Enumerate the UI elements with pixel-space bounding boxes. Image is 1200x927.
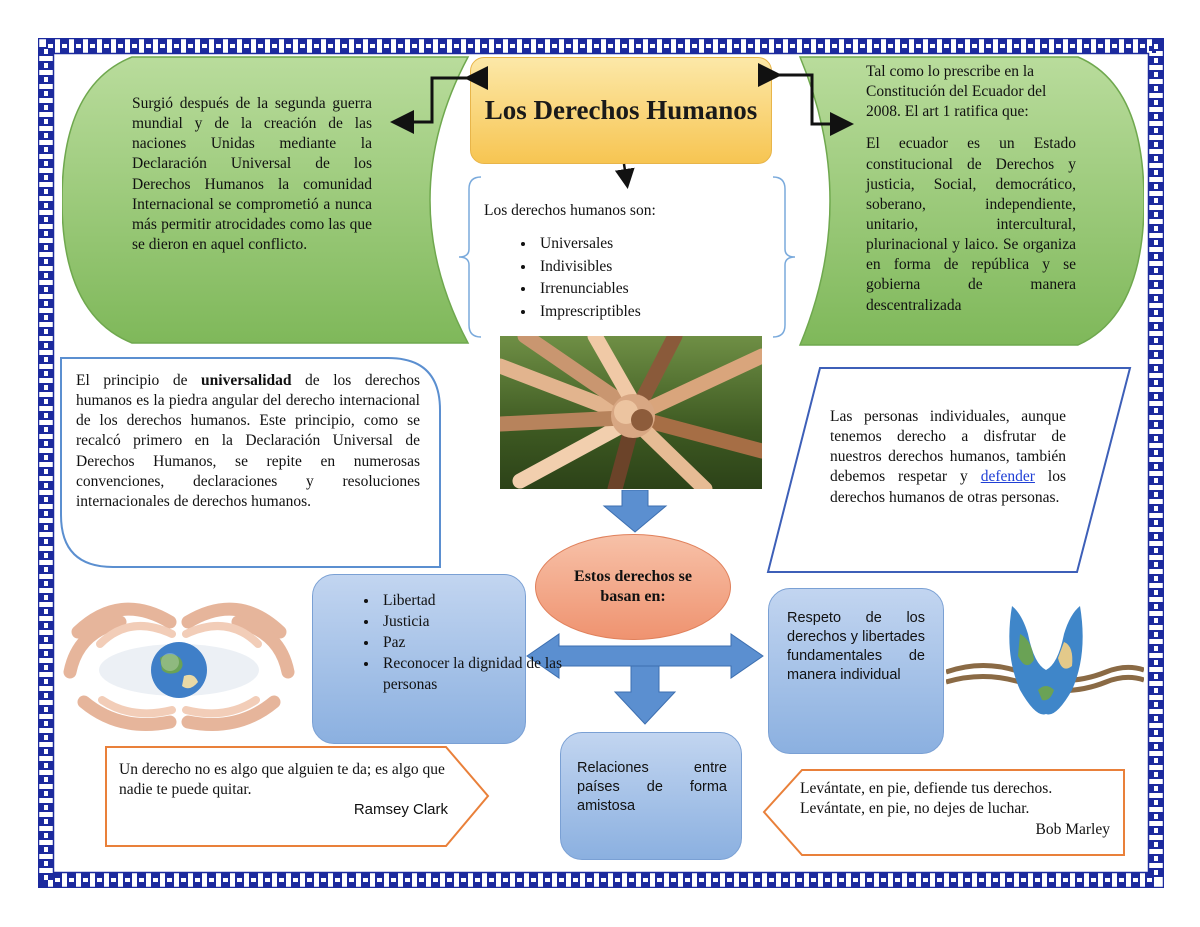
universality-text: El principio de universalidad de los der… [76, 371, 420, 512]
list-item: Justicia [379, 612, 579, 633]
page-border [38, 38, 1164, 888]
constitution-intro: Tal como lo prescribe en la Constitución… [866, 63, 1047, 121]
list-item: Reconocer la dignidad de las personas [379, 654, 579, 696]
title-connectors [390, 63, 854, 189]
right-green-shape [798, 56, 1144, 346]
list-item: Irrenunciables [536, 278, 774, 300]
respect-box: Respeto de los derechos y libertades fun… [768, 588, 944, 754]
individuals-text: Las personas individuales, aunque tenemo… [830, 407, 1066, 508]
universality-text-end: de los derechos humanos es la piedra ang… [76, 372, 420, 510]
relations-box: Relaciones entre países de forma amistos… [560, 732, 742, 860]
heart-hands-globe-image [60, 592, 298, 742]
world-hands-image [946, 594, 1144, 734]
respect-text: Respeto de los derechos y libertades fun… [787, 610, 925, 683]
defend-link[interactable]: defender [980, 468, 1035, 486]
rights-brace [458, 176, 796, 338]
left-quote-shape [105, 746, 490, 847]
universality-keyword: universalidad [201, 372, 292, 389]
left-quote-author: Ramsey Clark [353, 801, 448, 818]
list-item: Indivisibles [536, 256, 774, 278]
center-oval: Estos derechos se basan en: [535, 534, 731, 640]
individuals-text-end: los derechos humanos de otras personas. [830, 468, 1066, 506]
rights-heading: Los derechos humanos son: [484, 202, 656, 219]
list-item: Paz [379, 633, 579, 654]
left-green-shape [62, 56, 470, 344]
center-oval-text: Estos derechos se basan en: [574, 568, 692, 605]
basis-list: Libertad Justicia Paz Reconocer la digni… [313, 591, 579, 696]
right-quote-text: Levántate, en pie, defiende tus derechos… [800, 780, 1053, 818]
right-quote-shape [762, 769, 1125, 856]
rights-items: Universales Indivisibles Irrenunciables … [484, 233, 774, 323]
universality-box-shape [60, 357, 441, 568]
basis-box: Libertad Justicia Paz Reconocer la digni… [312, 574, 562, 744]
left-quote-text: Un derecho no es algo que alguien te da;… [119, 761, 445, 799]
distribution-arrows [526, 633, 764, 725]
list-item: Universales [536, 233, 774, 255]
universality-text-start: El principio de [76, 372, 202, 389]
right-quote-author: Bob Marley [1035, 821, 1110, 838]
individuals-text-start: Las personas individuales, aunque tenemo… [830, 408, 1066, 486]
individuals-parallelogram [766, 367, 1132, 573]
list-item: Libertad [379, 591, 579, 612]
list-item: Imprescriptibles [536, 301, 774, 323]
down-arrow-to-oval [602, 490, 668, 533]
right-green-text: Tal como lo prescribe en la Constitución… [866, 62, 1076, 316]
rights-are-list: Los derechos humanos son: Universales In… [484, 201, 774, 323]
relations-text: Relaciones entre países de forma amistos… [577, 760, 727, 814]
page-title: Los Derechos Humanos [470, 57, 772, 164]
hands-together-image [500, 336, 762, 489]
constitution-article: El ecuador es un Estado constitucional d… [866, 135, 1076, 314]
left-green-text: Surgió después de la segunda guerra mund… [132, 95, 372, 253]
